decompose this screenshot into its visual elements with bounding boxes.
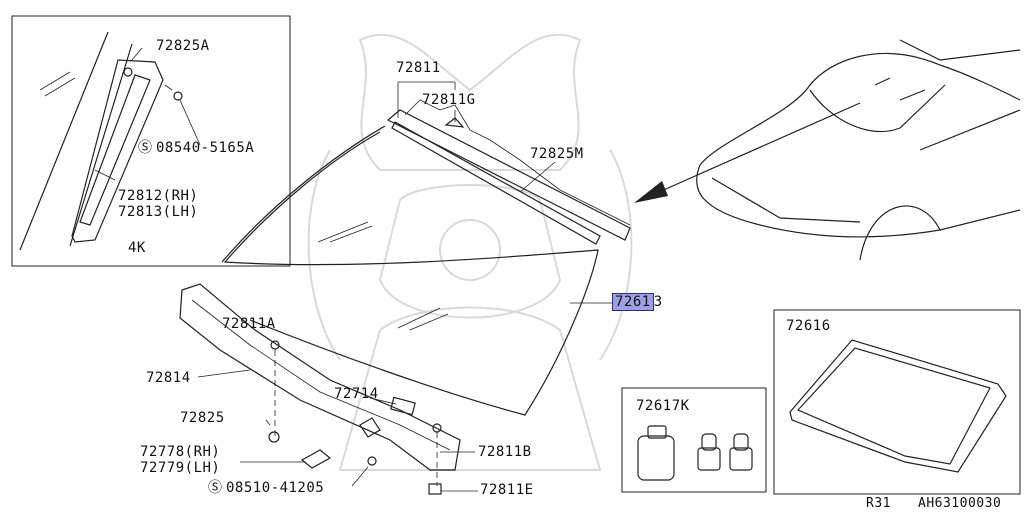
callout-72617k: 72617K [636, 398, 690, 414]
callout-72811: 72811 [396, 60, 441, 76]
screw-symbol-icon: Ⓢ [138, 140, 153, 156]
lower-cowl-drawing [179, 283, 478, 495]
callout-72825: 72825 [180, 410, 225, 426]
cowl-strip-drawing [386, 81, 631, 245]
callout-72813: 72813(LH) [118, 204, 199, 220]
windshield-glass-drawing [221, 125, 612, 416]
inset-molding-drawing [19, 31, 201, 251]
callout-72616: 72616 [786, 318, 831, 334]
callout-72714: 72714 [334, 386, 379, 402]
callout-72779: 72779(LH) [140, 460, 221, 476]
footer-model: R31 [866, 496, 891, 511]
watermark-emblem [307, 33, 633, 471]
callout-08540-5165a: 08540-5165A [156, 140, 255, 156]
screw-symbol-icon-2: Ⓢ [208, 480, 223, 496]
callout-72811a: 72811A [222, 316, 276, 332]
callout-72814: 72814 [146, 370, 191, 386]
molding-ring-drawing [789, 339, 1007, 473]
callout-72825m: 72825M [530, 146, 584, 162]
callout-08510-41205: 08510-41205 [226, 480, 325, 496]
callout-72613-tail: 3 [653, 294, 663, 310]
callout-4k: 4K [128, 240, 146, 256]
callout-72811e: 72811E [480, 482, 534, 498]
callout-72613-highlight[interactable]: 7261 [612, 293, 654, 311]
callout-72778: 72778(RH) [140, 444, 221, 460]
car-outline-drawing [634, 39, 1021, 261]
inset-box-72617k [621, 387, 767, 493]
clip-kit-drawing [637, 425, 753, 481]
callout-72825a: 72825A [156, 38, 210, 54]
footer-code: AH63100030 [918, 496, 1002, 511]
inset-box-72616 [773, 309, 1021, 495]
inset-box-4k [11, 15, 291, 267]
callout-72811b: 72811B [478, 444, 532, 460]
callout-72811g: 72811G [422, 92, 476, 108]
callout-72812: 72812(RH) [118, 188, 199, 204]
